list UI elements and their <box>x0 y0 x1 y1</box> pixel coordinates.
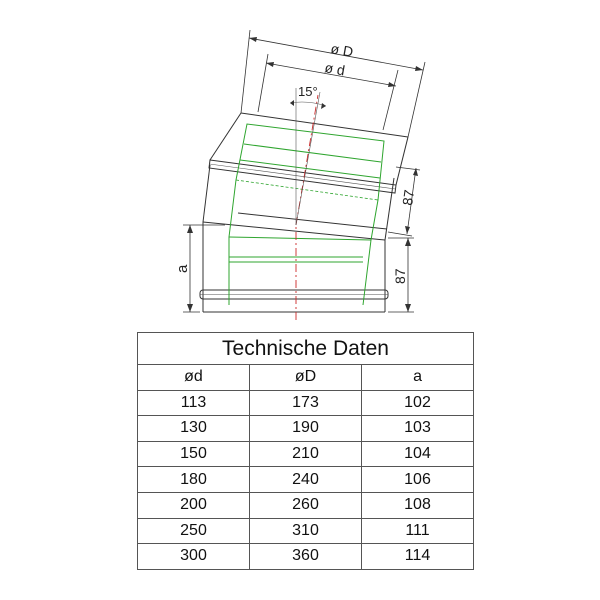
lower-height-label: 87 <box>392 268 408 284</box>
table-title-row: Technische Daten <box>136 332 475 365</box>
cell-a: 106 <box>360 466 475 493</box>
cell-a: 111 <box>360 517 475 545</box>
a-dimension: a <box>174 224 225 313</box>
elbow-technical-drawing: 15° ø D ø d 87 87 <box>174 29 426 320</box>
cell-a: 108 <box>360 491 475 519</box>
cell-outer-diameter: 173 <box>249 389 362 417</box>
outer-diameter-label: ø D <box>329 40 354 60</box>
angle-label: 15° <box>298 84 318 99</box>
cell-inner-diameter: 250 <box>137 517 250 545</box>
inner-diameter-dimension: ø d <box>257 53 399 131</box>
header-outer-diameter: øD <box>249 364 362 391</box>
lower-pipe-segment <box>199 221 389 313</box>
a-label: a <box>174 264 191 273</box>
inner-diameter-label: ø d <box>323 59 346 78</box>
cell-a: 102 <box>360 389 475 417</box>
cell-inner-diameter: 200 <box>137 491 250 519</box>
header-inner-diameter: ød <box>137 364 250 391</box>
technical-data-table: Technische Daten ød øD a 113 173 102 130… <box>136 332 475 570</box>
upper-height-dimension: 87 <box>387 166 421 237</box>
cell-a: 104 <box>360 440 475 468</box>
cell-inner-diameter: 300 <box>137 543 250 570</box>
table-row: 250 310 111 <box>137 517 475 545</box>
angle-indicator: 15° <box>289 84 327 226</box>
header-a: a <box>360 364 475 391</box>
cell-outer-diameter: 240 <box>249 466 362 493</box>
cell-inner-diameter: 130 <box>137 415 250 442</box>
table-row: 200 260 108 <box>137 491 475 519</box>
cell-inner-diameter: 150 <box>137 440 250 468</box>
table-row: 113 173 102 <box>137 389 475 417</box>
table-row: 300 360 114 <box>137 543 475 570</box>
cell-outer-diameter: 190 <box>249 415 362 442</box>
table-row: 150 210 104 <box>137 440 475 468</box>
table-row: 130 190 103 <box>137 415 475 442</box>
cell-a: 103 <box>360 415 475 442</box>
upper-pipe-segment <box>209 112 409 186</box>
lower-height-dimension: 87 <box>388 237 414 313</box>
middle-pipe-segment <box>202 159 397 241</box>
cell-outer-diameter: 260 <box>249 491 362 519</box>
cell-outer-diameter: 310 <box>249 517 362 545</box>
cell-a: 114 <box>360 543 475 570</box>
cell-inner-diameter: 113 <box>137 389 250 417</box>
outer-diameter-dimension: ø D <box>240 29 426 138</box>
inner-pipe-contour <box>228 123 385 306</box>
table-title: Technische Daten <box>136 332 475 365</box>
table-row: 180 240 106 <box>137 466 475 493</box>
upper-height-label: 87 <box>399 189 417 207</box>
cell-outer-diameter: 210 <box>249 440 362 468</box>
table-header-row: ød øD a <box>137 364 475 391</box>
cell-inner-diameter: 180 <box>137 466 250 493</box>
cell-outer-diameter: 360 <box>249 543 362 570</box>
